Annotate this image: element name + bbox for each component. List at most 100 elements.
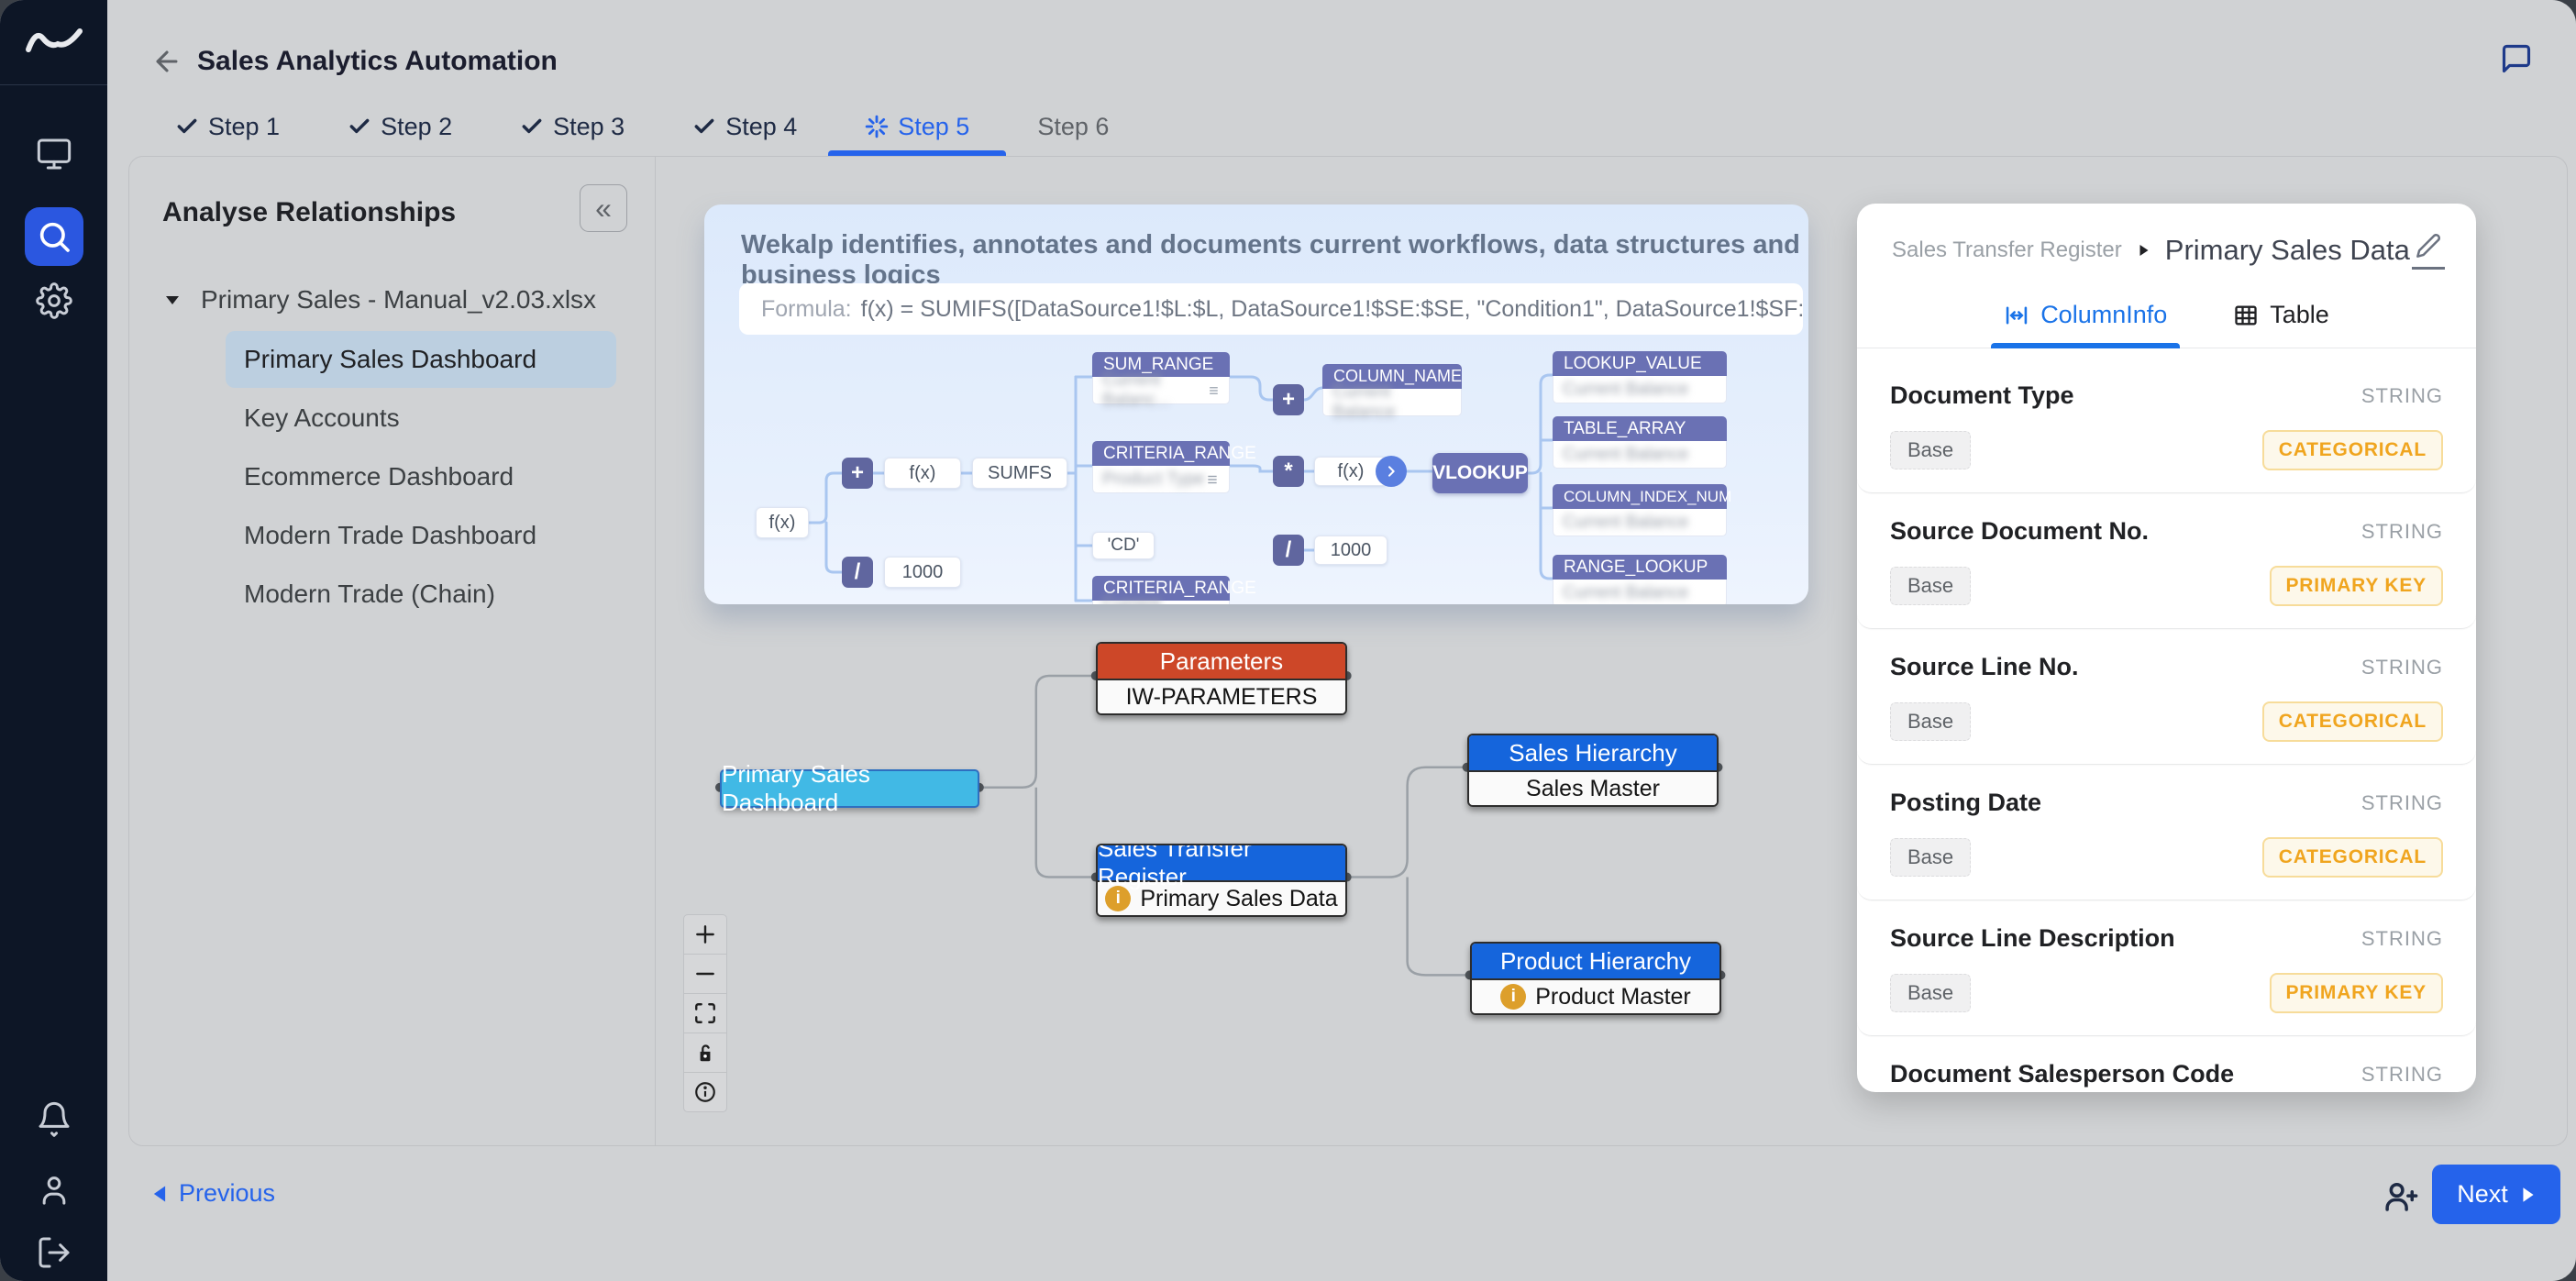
flow-group-sum-range: SUM_RANGE Current Balanc...: [1092, 352, 1230, 410]
collapse-panel-button[interactable]: «: [580, 184, 627, 232]
tab-table[interactable]: Table: [2226, 295, 2337, 348]
flow-group-header: RANGE_LOOKUP: [1553, 555, 1727, 580]
step-tab[interactable]: Step 1: [170, 97, 285, 156]
flow-fx-3: f(x): [1314, 457, 1388, 486]
step-label: Step 1: [208, 112, 281, 140]
step-label: Step 6: [1037, 112, 1110, 140]
tree-sheet-item[interactable]: Key Accounts: [226, 390, 616, 447]
tab-columninfo[interactable]: ColumnInfo: [1991, 295, 2181, 348]
tree-sheet-item[interactable]: Modern Trade (Chain): [226, 566, 616, 623]
flow-sumfs: SUMFS: [972, 458, 1067, 489]
diagram-canvas[interactable]: Wekalp identifies, annotates and documen…: [656, 156, 2568, 1146]
mini-flow-edges: [807, 373, 1554, 602]
settings-icon[interactable]: [0, 282, 107, 319]
search-icon[interactable]: [0, 207, 107, 266]
footer-bar: Previous Next: [107, 1146, 2576, 1281]
check-icon: [520, 115, 544, 138]
next-button[interactable]: Next: [2432, 1165, 2560, 1224]
step-tab[interactable]: Step 6: [1032, 97, 1114, 156]
node-subtitle: IW-PARAMETERS: [1125, 683, 1318, 710]
column-details-card: Sales Transfer Register Primary Sales Da…: [1857, 204, 2476, 1092]
node-title: Sales Hierarchy: [1469, 735, 1717, 770]
formula-text: f(x) = SUMIFS([DataSource1!$L:$L, DataSo…: [860, 295, 1803, 322]
back-arrow-icon[interactable]: [151, 46, 182, 77]
check-icon: [692, 115, 716, 138]
node-product-hierarchy[interactable]: Product Hierarchy i Product Master: [1470, 942, 1721, 1015]
zoom-in-icon[interactable]: [683, 914, 727, 955]
base-chip: Base: [1890, 567, 1972, 605]
column-type: STRING: [2360, 790, 2443, 814]
previous-button[interactable]: Previous: [151, 1179, 275, 1208]
details-header: Sales Transfer Register Primary Sales Da…: [1857, 204, 2476, 282]
column-row[interactable]: Posting Date STRING Base CATEGORICAL: [1857, 765, 2476, 900]
flow-group-header: SUM_RANGE: [1092, 352, 1230, 377]
caret-right-icon: [2523, 1187, 2534, 1202]
step-tab[interactable]: Step 5: [828, 97, 1007, 156]
caret-left-icon: [153, 1185, 166, 1202]
flow-group-header: COLUMN_INDEX_NUM: [1553, 484, 1731, 509]
column-row[interactable]: Source Line No. STRING Base CATEGORICAL: [1857, 629, 2476, 765]
plus-operator-icon: +: [842, 458, 873, 489]
search-active-indicator: [24, 207, 83, 266]
tree-file-label: Primary Sales - Manual_v2.03.xlsx: [201, 285, 597, 314]
column-list[interactable]: Document Type STRING Base CATEGORICAL So…: [1857, 348, 2476, 1092]
columninfo-icon: [2006, 306, 2028, 324]
check-icon: [175, 115, 199, 138]
step-tab[interactable]: Step 2: [342, 97, 458, 156]
monitor-icon[interactable]: [0, 136, 107, 172]
previous-label: Previous: [179, 1179, 276, 1207]
tree-sheet-item[interactable]: Ecommerce Dashboard: [226, 448, 616, 505]
fit-view-icon[interactable]: [683, 993, 727, 1033]
column-row[interactable]: Source Document No. STRING Base PRIMARY …: [1857, 493, 2476, 629]
base-chip: Base: [1890, 431, 1972, 469]
divide-operator-icon: /: [842, 557, 873, 588]
flow-group-table-array: TABLE_ARRAY Current Balance: [1553, 416, 1727, 469]
list-icon: [1208, 475, 1217, 483]
user-icon[interactable]: [0, 1172, 107, 1209]
flow-1000-b: 1000: [1314, 536, 1388, 565]
node-sales-transfer-register[interactable]: Sales Transfer Register i Primary Sales …: [1096, 844, 1347, 917]
page-title: Sales Analytics Automation: [197, 46, 558, 76]
logout-icon[interactable]: [0, 1234, 107, 1271]
edit-pencil-icon[interactable]: [2412, 231, 2445, 270]
list-icon: [1210, 386, 1218, 394]
bell-icon[interactable]: [0, 1100, 107, 1137]
breadcrumb-caret-icon: [2137, 243, 2150, 258]
node-primary-sales-dashboard[interactable]: Primary Sales Dashboard: [720, 760, 979, 816]
column-row[interactable]: Document Salesperson Code STRING Base PR…: [1857, 1036, 2476, 1092]
tree-sheet-item[interactable]: Modern Trade Dashboard: [226, 507, 616, 564]
tree-file-node[interactable]: Primary Sales - Manual_v2.03.xlsx: [129, 274, 655, 326]
step-label: Step 3: [553, 112, 625, 140]
step-tab[interactable]: Step 4: [687, 97, 802, 156]
column-badge: CATEGORICAL: [2261, 701, 2443, 742]
tree-item-label: Ecommerce Dashboard: [244, 462, 514, 491]
step-tab[interactable]: Step 3: [514, 97, 630, 156]
node-subtitle: Product Master: [1535, 983, 1691, 1010]
lock-icon[interactable]: [683, 1033, 727, 1073]
topbar: Sales Analytics Automation: [107, 0, 2576, 156]
flow-group-header: COLUMN_NAME: [1322, 364, 1462, 389]
column-row[interactable]: Document Type STRING Base CATEGORICAL: [1857, 358, 2476, 493]
tree-item-label: Primary Sales Dashboard: [244, 345, 537, 373]
flow-group-header: CRITERIA_RANGE: [1092, 576, 1256, 601]
tree-sheet-item[interactable]: Primary Sales Dashboard: [226, 331, 616, 388]
flow-group-value: Current Balance: [1563, 512, 1689, 532]
column-badge: CATEGORICAL: [2261, 837, 2443, 878]
flow-cd-constant: 'CD': [1092, 532, 1155, 559]
info-icon[interactable]: [683, 1072, 727, 1112]
flow-group-lookup-value: LOOKUP_VALUE Current Balance: [1553, 351, 1727, 403]
step-label: Step 5: [898, 112, 970, 140]
add-user-icon[interactable]: [2382, 1177, 2420, 1219]
zoom-out-icon[interactable]: [683, 954, 727, 994]
details-tabs: ColumnInfo Table: [1857, 282, 2476, 348]
formula-bar: Formula: f(x) = SUMIFS([DataSource1!$L:$…: [739, 283, 1803, 335]
flow-group-value: Current Balance: [1563, 379, 1689, 399]
chat-bubble-icon[interactable]: [2500, 42, 2533, 80]
node-sales-hierarchy[interactable]: Sales Hierarchy Sales Master: [1467, 734, 1719, 807]
check-icon: [348, 115, 371, 138]
column-row[interactable]: Source Line Description STRING Base PRIM…: [1857, 900, 2476, 1036]
node-subtitle: Sales Master: [1526, 775, 1660, 801]
node-parameters[interactable]: Parameters IW-PARAMETERS: [1096, 642, 1347, 715]
flow-group-criteria-range-2: CRITERIA_RANGE Current Balance: [1092, 576, 1256, 604]
breadcrumb[interactable]: Sales Transfer Register: [1892, 237, 2122, 262]
